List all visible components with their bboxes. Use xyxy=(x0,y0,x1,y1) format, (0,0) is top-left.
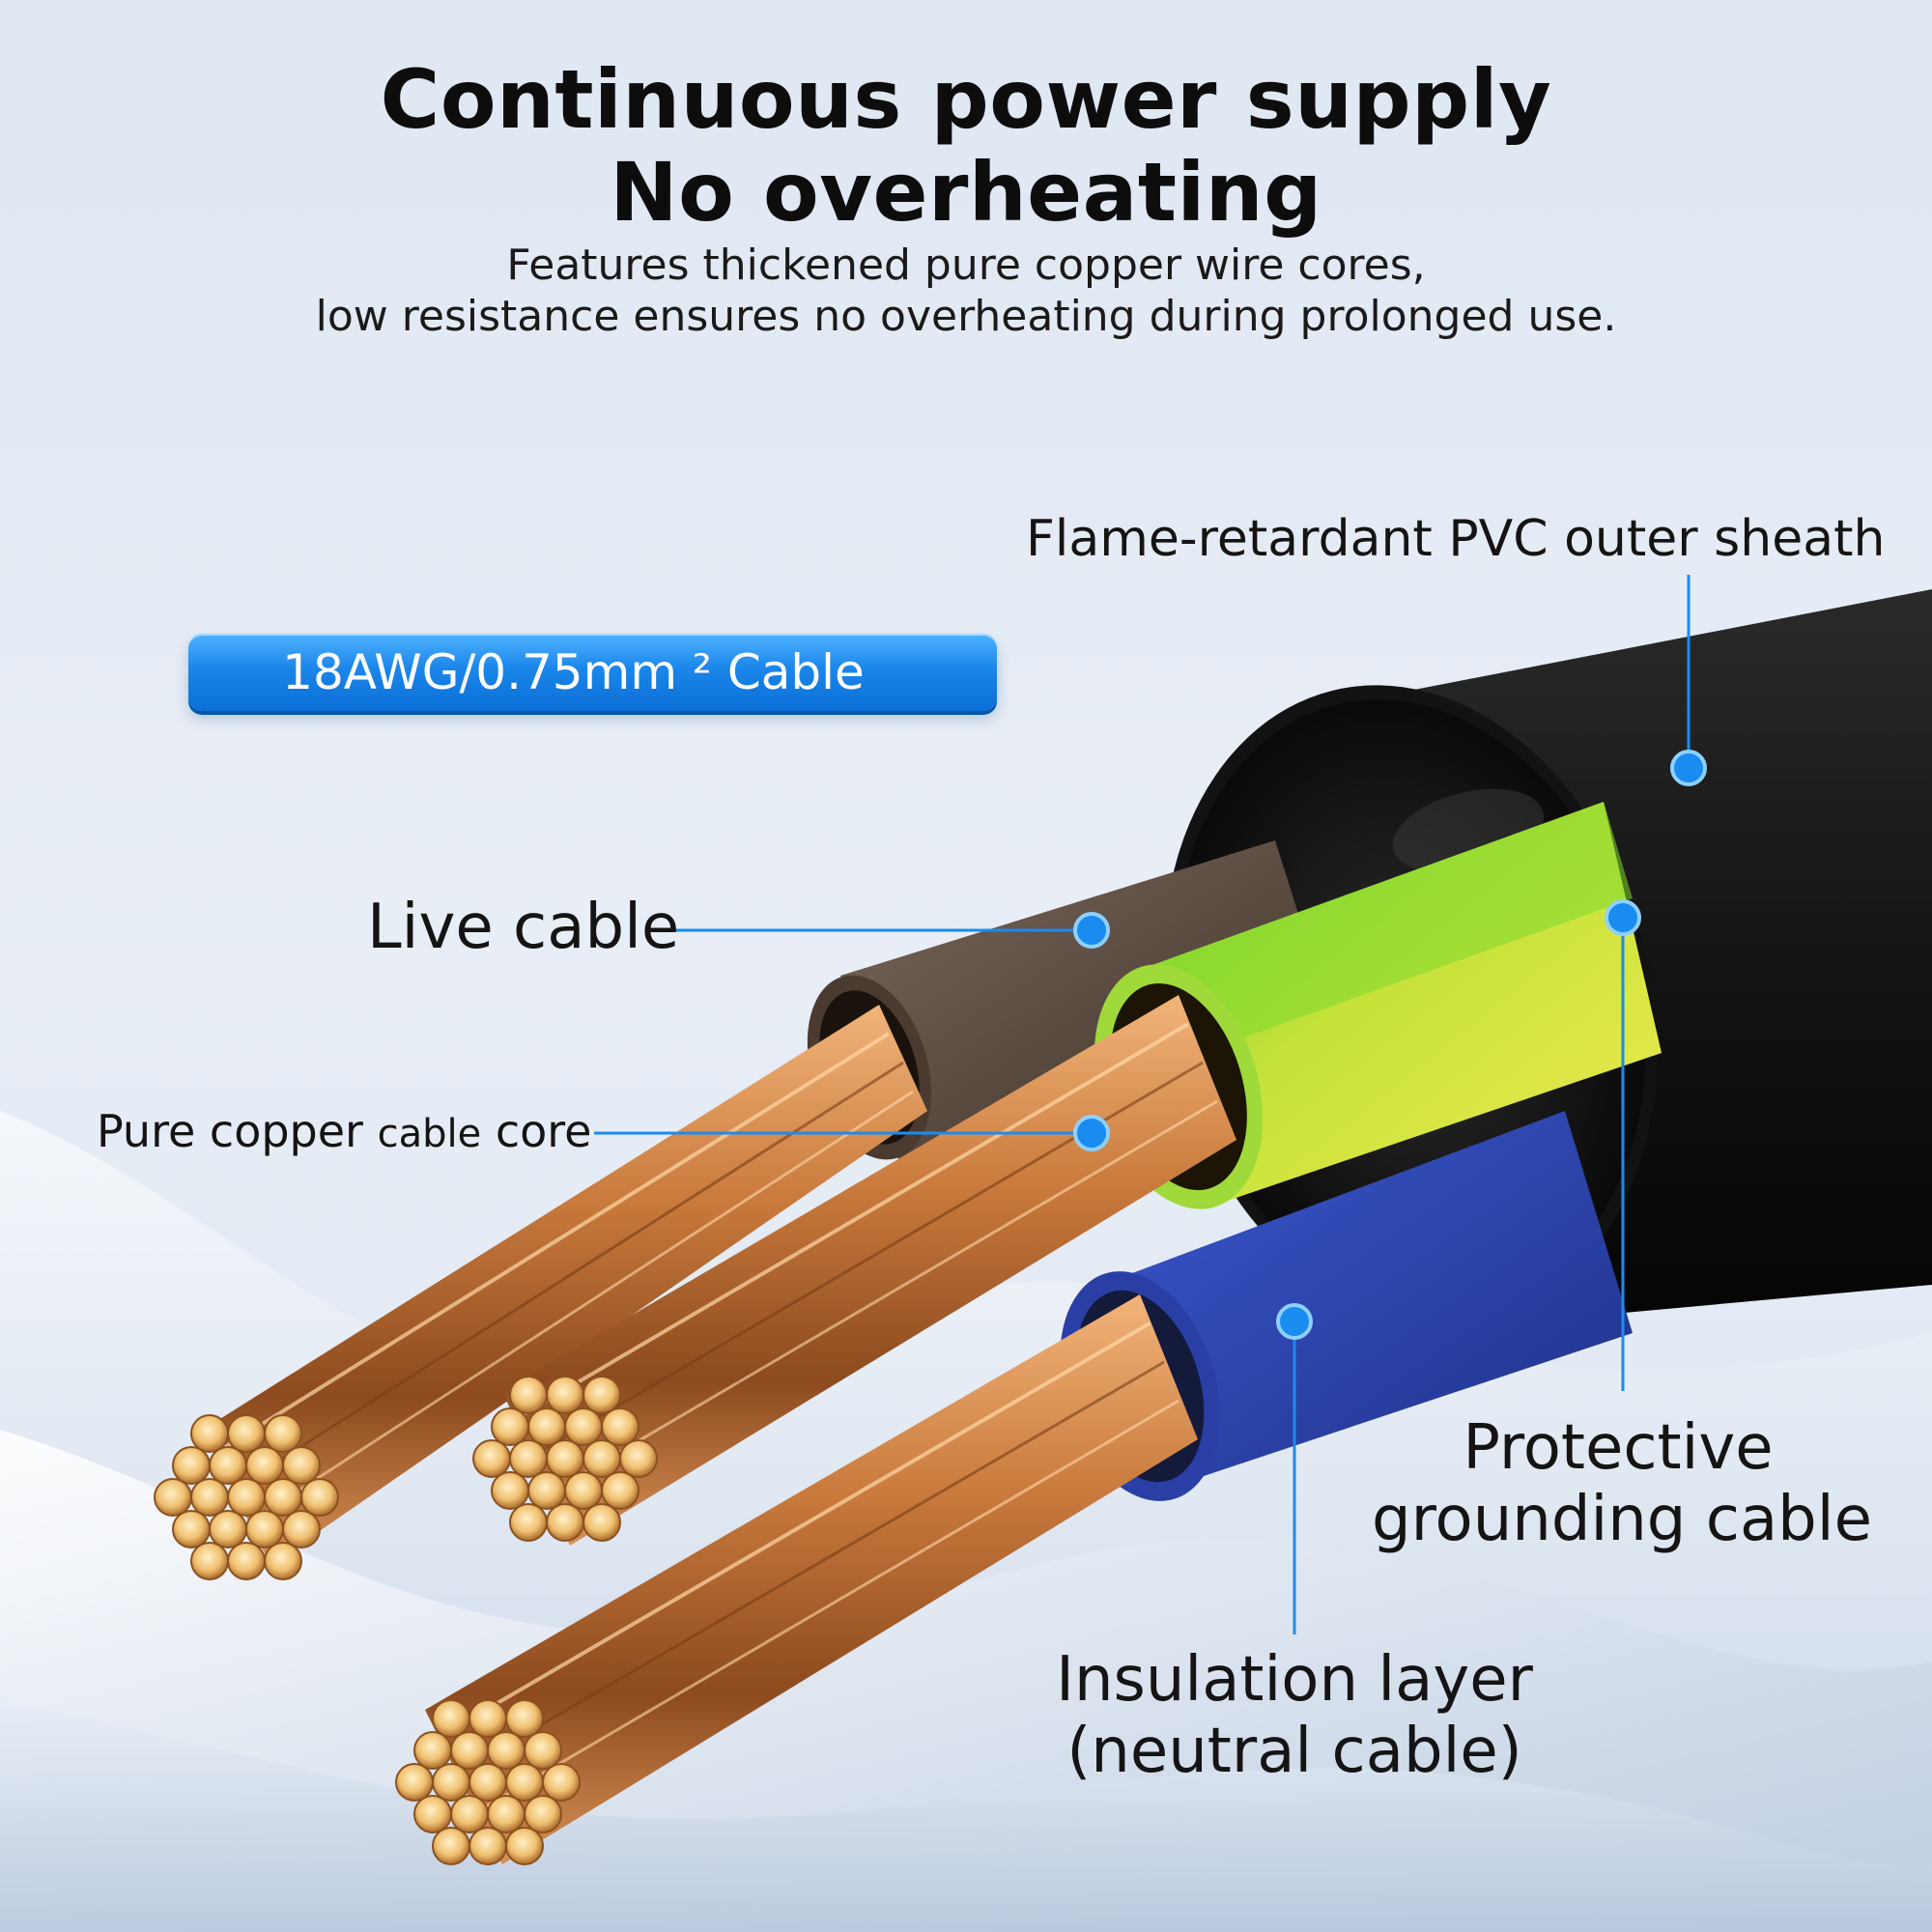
label-neutral-line-1: Insulation layer xyxy=(1056,1644,1533,1716)
label-live-cable: Live cable xyxy=(367,892,680,963)
leader-lines xyxy=(594,575,1690,1634)
label-outer-sheath: Flame-retardant PVC outer sheath xyxy=(1026,510,1886,568)
label-copper-core-part3: core xyxy=(481,1105,592,1157)
description-line-1: Features thickened pure copper wire core… xyxy=(506,241,1426,290)
label-copper-core-part2: cable xyxy=(377,1112,482,1156)
label-copper-core: Pure copper cable core xyxy=(97,1101,591,1164)
label-neutral-line-2: (neutral cable) xyxy=(1066,1716,1522,1787)
label-grounding-line-2: grounding cable xyxy=(1372,1484,1872,1555)
copper-core-neutral xyxy=(395,1294,1198,1865)
dot-sheath xyxy=(1670,750,1707,786)
dot-core xyxy=(1073,1115,1110,1151)
dot-ground xyxy=(1605,899,1641,936)
label-copper-core-part1: Pure copper xyxy=(97,1105,378,1157)
cable-spec-badge: 18AWG/0.75mm ² Cable xyxy=(188,634,997,711)
description-line-2: low resistance ensures no overheating du… xyxy=(315,292,1617,341)
dot-live xyxy=(1073,912,1110,949)
headline-line-2: No overheating xyxy=(610,145,1322,240)
headline-line-1: Continuous power supply xyxy=(380,52,1552,147)
label-neutral-cable: Insulation layer (neutral cable) xyxy=(1053,1644,1536,1787)
leader-dots xyxy=(1073,750,1707,1340)
label-grounding-cable: Protective grounding cable xyxy=(1372,1412,1872,1555)
dot-neutral xyxy=(1276,1303,1313,1340)
label-grounding-line-1: Protective xyxy=(1463,1412,1774,1484)
